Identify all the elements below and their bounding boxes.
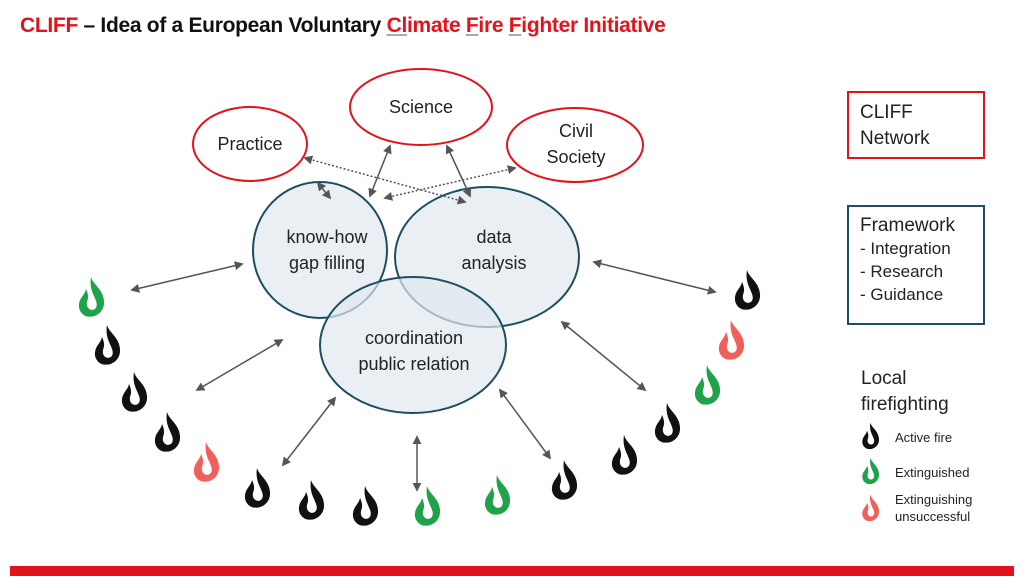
science-ellipse [349,68,493,146]
title-acronym: Climate Fire Fighter Initiative [387,14,666,37]
venn-a2: gap filling [288,253,366,273]
venn-c2: public relation [358,354,470,374]
active-fire-icon [734,269,761,310]
framework-box-border [847,205,985,325]
coordination-label: coordination public relation [358,325,469,377]
t-ighter: ighter Initiative [521,14,666,37]
venn-b2: analysis [461,253,527,273]
active-fire-icon [611,434,638,475]
t-cl: Cl [386,14,408,37]
active-fire-icon [654,402,681,443]
extinguished-fire-icon [414,485,441,526]
active-fire-icon [352,485,379,526]
unsuccessful-fire-icon [862,494,880,522]
legend-title: Local firefighting [861,366,949,418]
t-f1: F [465,14,479,37]
active-fire-icon [298,479,325,520]
civil-line: Civil [559,121,593,141]
practice-label: Practice [217,134,283,154]
legend-active: Active fire [895,430,953,445]
network-l2: Network [860,128,930,149]
t-imate: imate [406,14,466,37]
data-label: data analysis [461,224,526,276]
active-fire-icon [862,422,880,450]
framework-item: - Research [860,262,944,281]
science-label: Science [388,97,454,117]
legend-unsuccessful: Extinguishing unsuccessful [895,491,972,525]
legend-u2: unsuccessful [895,509,971,524]
title-cliff: CLIFF [20,14,78,37]
slide-title: CLIFF – Idea of a European Voluntary Cli… [20,14,666,38]
active-fire-icon [244,467,271,508]
civil-society-ellipse [506,107,644,183]
venn-c1: coordination [364,328,464,348]
framework-item: - Integration [860,239,951,258]
framework-title: Framework [860,215,956,236]
framework-box: Framework - Integration - Research - Gui… [848,210,982,310]
knowhow-label: know-how gap filling [286,224,367,276]
active-fire-icon [94,324,121,365]
venn-b1: data [476,227,512,247]
extinguished-fire-icon [862,457,880,485]
extinguished-fire-icon [484,474,511,515]
t-f2: F [508,14,522,37]
t-ire: ire [478,14,509,37]
network-box-border [847,91,985,159]
active-fire-icon [121,371,148,412]
framework-item: - Guidance [860,285,944,304]
society-line: Society [546,147,606,167]
network-l1: CLIFF [860,102,913,123]
legend-t1: Local [861,368,907,389]
legend-u1: Extinguishing [895,492,973,507]
extinguished-fire-icon [694,364,721,405]
venn-a1: know-how [286,227,368,247]
title-middle: – Idea of a European Voluntary [77,14,387,37]
active-fire-icon [551,459,578,500]
active-fire-icon [154,411,181,452]
coordination-circle [319,276,507,414]
unsuccessful-fire-icon [718,319,745,360]
practice-ellipse [192,106,308,182]
extinguished-fire-icon [78,276,105,317]
legend-t2: firefighting [861,394,949,415]
unsuccessful-fire-icon [193,441,220,482]
cliff-network-box: CLIFF Network [848,96,982,156]
legend-extinguished: Extinguished [895,465,970,480]
bottom-accent-bar [10,566,1014,576]
